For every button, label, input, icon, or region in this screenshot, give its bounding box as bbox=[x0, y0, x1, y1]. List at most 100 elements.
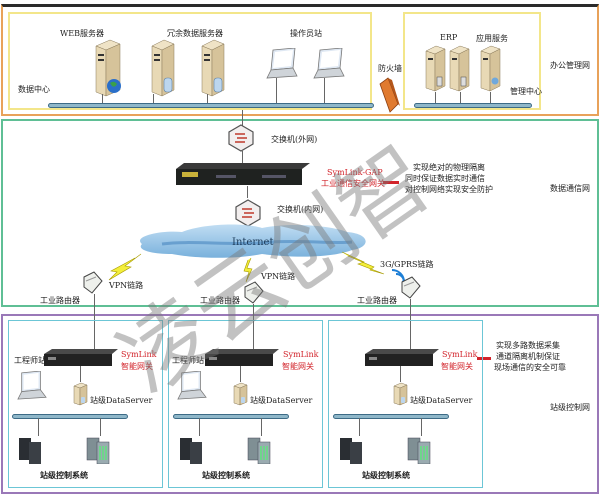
data-server-label: 站级DataServer bbox=[410, 396, 473, 405]
internet-label: Internet bbox=[232, 237, 274, 248]
symlink-label: SymLink bbox=[283, 350, 319, 359]
link-line bbox=[324, 78, 325, 104]
link-line bbox=[421, 418, 422, 436]
router-icon bbox=[244, 281, 264, 304]
link-line bbox=[240, 366, 241, 382]
smart-gateway-label: 智能网关 bbox=[121, 362, 153, 371]
web-server-icon bbox=[95, 39, 121, 97]
data-server-icon bbox=[233, 382, 248, 406]
office-network-label: 办公管理网 bbox=[550, 61, 590, 70]
link-line bbox=[153, 94, 154, 104]
station-box bbox=[168, 320, 323, 488]
redundant-servers-label: 冗余数据服务器 bbox=[167, 29, 223, 38]
laptop-icon bbox=[313, 48, 345, 79]
vpn-link-label: VPN链路 bbox=[261, 272, 296, 281]
erp-server-icon bbox=[425, 45, 446, 92]
router-label: 工业路由器 bbox=[200, 296, 240, 305]
smart-gateway-label: 智能网关 bbox=[282, 362, 314, 371]
link-line bbox=[435, 92, 436, 104]
symlink-label: SymLink bbox=[442, 350, 478, 359]
management-bus bbox=[414, 103, 532, 108]
link-line bbox=[410, 299, 411, 354]
station-control-system-label: 站级控制系统 bbox=[40, 470, 88, 480]
router-label: 工业路由器 bbox=[357, 296, 397, 305]
operator-station-label: 操作员站 bbox=[290, 29, 322, 38]
link-line bbox=[490, 92, 491, 104]
link-line bbox=[242, 110, 243, 126]
internet-cloud-icon bbox=[140, 224, 366, 258]
link-line bbox=[247, 186, 248, 198]
link-line bbox=[253, 304, 254, 354]
engineer-station-label: 工程师站 bbox=[172, 356, 204, 365]
red-connector bbox=[477, 357, 491, 360]
data-server-label: 站级DataServer bbox=[90, 396, 153, 405]
link-line bbox=[460, 92, 461, 104]
router-icon bbox=[401, 276, 421, 299]
data-server-label: 站级DataServer bbox=[250, 396, 313, 405]
station-box bbox=[8, 320, 163, 488]
station-desc-line-1: 实现多路数据采集 bbox=[496, 341, 560, 350]
firewall-label: 防火墙 bbox=[378, 64, 402, 73]
smart-gateway-label: 智能网关 bbox=[441, 362, 473, 371]
data-center-bus bbox=[48, 103, 374, 108]
smart-gateway-device bbox=[205, 349, 279, 366]
switch-outer-label: 交换机(外网) bbox=[271, 135, 318, 144]
link-line bbox=[199, 418, 200, 436]
controller-icon bbox=[180, 438, 202, 464]
gap-gateway-name: SymLink-GAP bbox=[327, 168, 383, 177]
link-line bbox=[242, 151, 243, 163]
router-icon bbox=[83, 271, 103, 294]
data-server-icon bbox=[393, 382, 408, 406]
laptop-icon bbox=[17, 371, 47, 400]
switch-inner-label: 交换机(内网) bbox=[277, 205, 324, 214]
gap-desc-line-2: 同时保证数据实时通信 bbox=[405, 174, 485, 183]
data-center-zone bbox=[8, 12, 372, 110]
link-line bbox=[94, 294, 95, 354]
router-label: 工业路由器 bbox=[40, 296, 80, 305]
link-line bbox=[38, 418, 39, 436]
plc-icon bbox=[407, 437, 431, 464]
data-comm-network-zone bbox=[1, 119, 599, 307]
link-line bbox=[100, 418, 101, 436]
station-bus bbox=[173, 414, 289, 419]
link-line bbox=[359, 418, 360, 436]
data-center-label: 数据中心 bbox=[18, 85, 50, 94]
vpn-lightning-icon bbox=[243, 258, 253, 283]
laptop-icon bbox=[266, 48, 298, 79]
controller-icon bbox=[19, 438, 41, 464]
smart-gateway-device bbox=[365, 349, 439, 366]
gap-desc-line-3: 对控制网络实现安全防护 bbox=[405, 185, 493, 194]
station-control-network-label: 站级控制网 bbox=[550, 403, 590, 412]
symlink-label: SymLink bbox=[121, 350, 157, 359]
app-service-label: 应用服务 bbox=[476, 34, 508, 43]
station-desc-line-3: 现场通信的安全可靠 bbox=[494, 363, 566, 372]
data-comm-network-label: 数据通信网 bbox=[550, 184, 590, 193]
station-control-system-label: 站级控制系统 bbox=[202, 470, 250, 480]
redundant-server-icon bbox=[151, 39, 175, 97]
station-bus bbox=[12, 414, 128, 419]
web-server-label: WEB服务器 bbox=[60, 29, 104, 38]
management-center-label: 管理中心 bbox=[510, 87, 542, 96]
station-desc-line-2: 通道隔离机制保证 bbox=[496, 352, 560, 361]
firewall-icon bbox=[379, 77, 400, 113]
red-connector bbox=[383, 181, 399, 184]
smart-gateway-device bbox=[44, 349, 118, 366]
redundant-server-icon bbox=[201, 39, 225, 97]
plc-icon bbox=[86, 437, 110, 464]
link-line bbox=[102, 94, 103, 104]
data-server-icon bbox=[73, 382, 88, 406]
plc-icon bbox=[247, 437, 271, 464]
erp-server-icon bbox=[449, 45, 470, 92]
gap-gateway-device bbox=[176, 163, 310, 185]
station-control-network-zone bbox=[1, 314, 599, 494]
switch-outer-icon bbox=[228, 124, 254, 152]
link-line bbox=[261, 418, 262, 436]
vpn-link-label: VPN链路 bbox=[109, 281, 144, 290]
laptop-icon bbox=[177, 371, 207, 400]
station-bus bbox=[333, 414, 449, 419]
link-line bbox=[80, 366, 81, 382]
gprs-link-label: 3G/GPRS链路 bbox=[380, 260, 434, 269]
engineer-station-label: 工程师站 bbox=[14, 356, 46, 365]
station-control-system-label: 站级控制系统 bbox=[362, 470, 410, 480]
gprs-lightning-icon bbox=[341, 251, 385, 275]
